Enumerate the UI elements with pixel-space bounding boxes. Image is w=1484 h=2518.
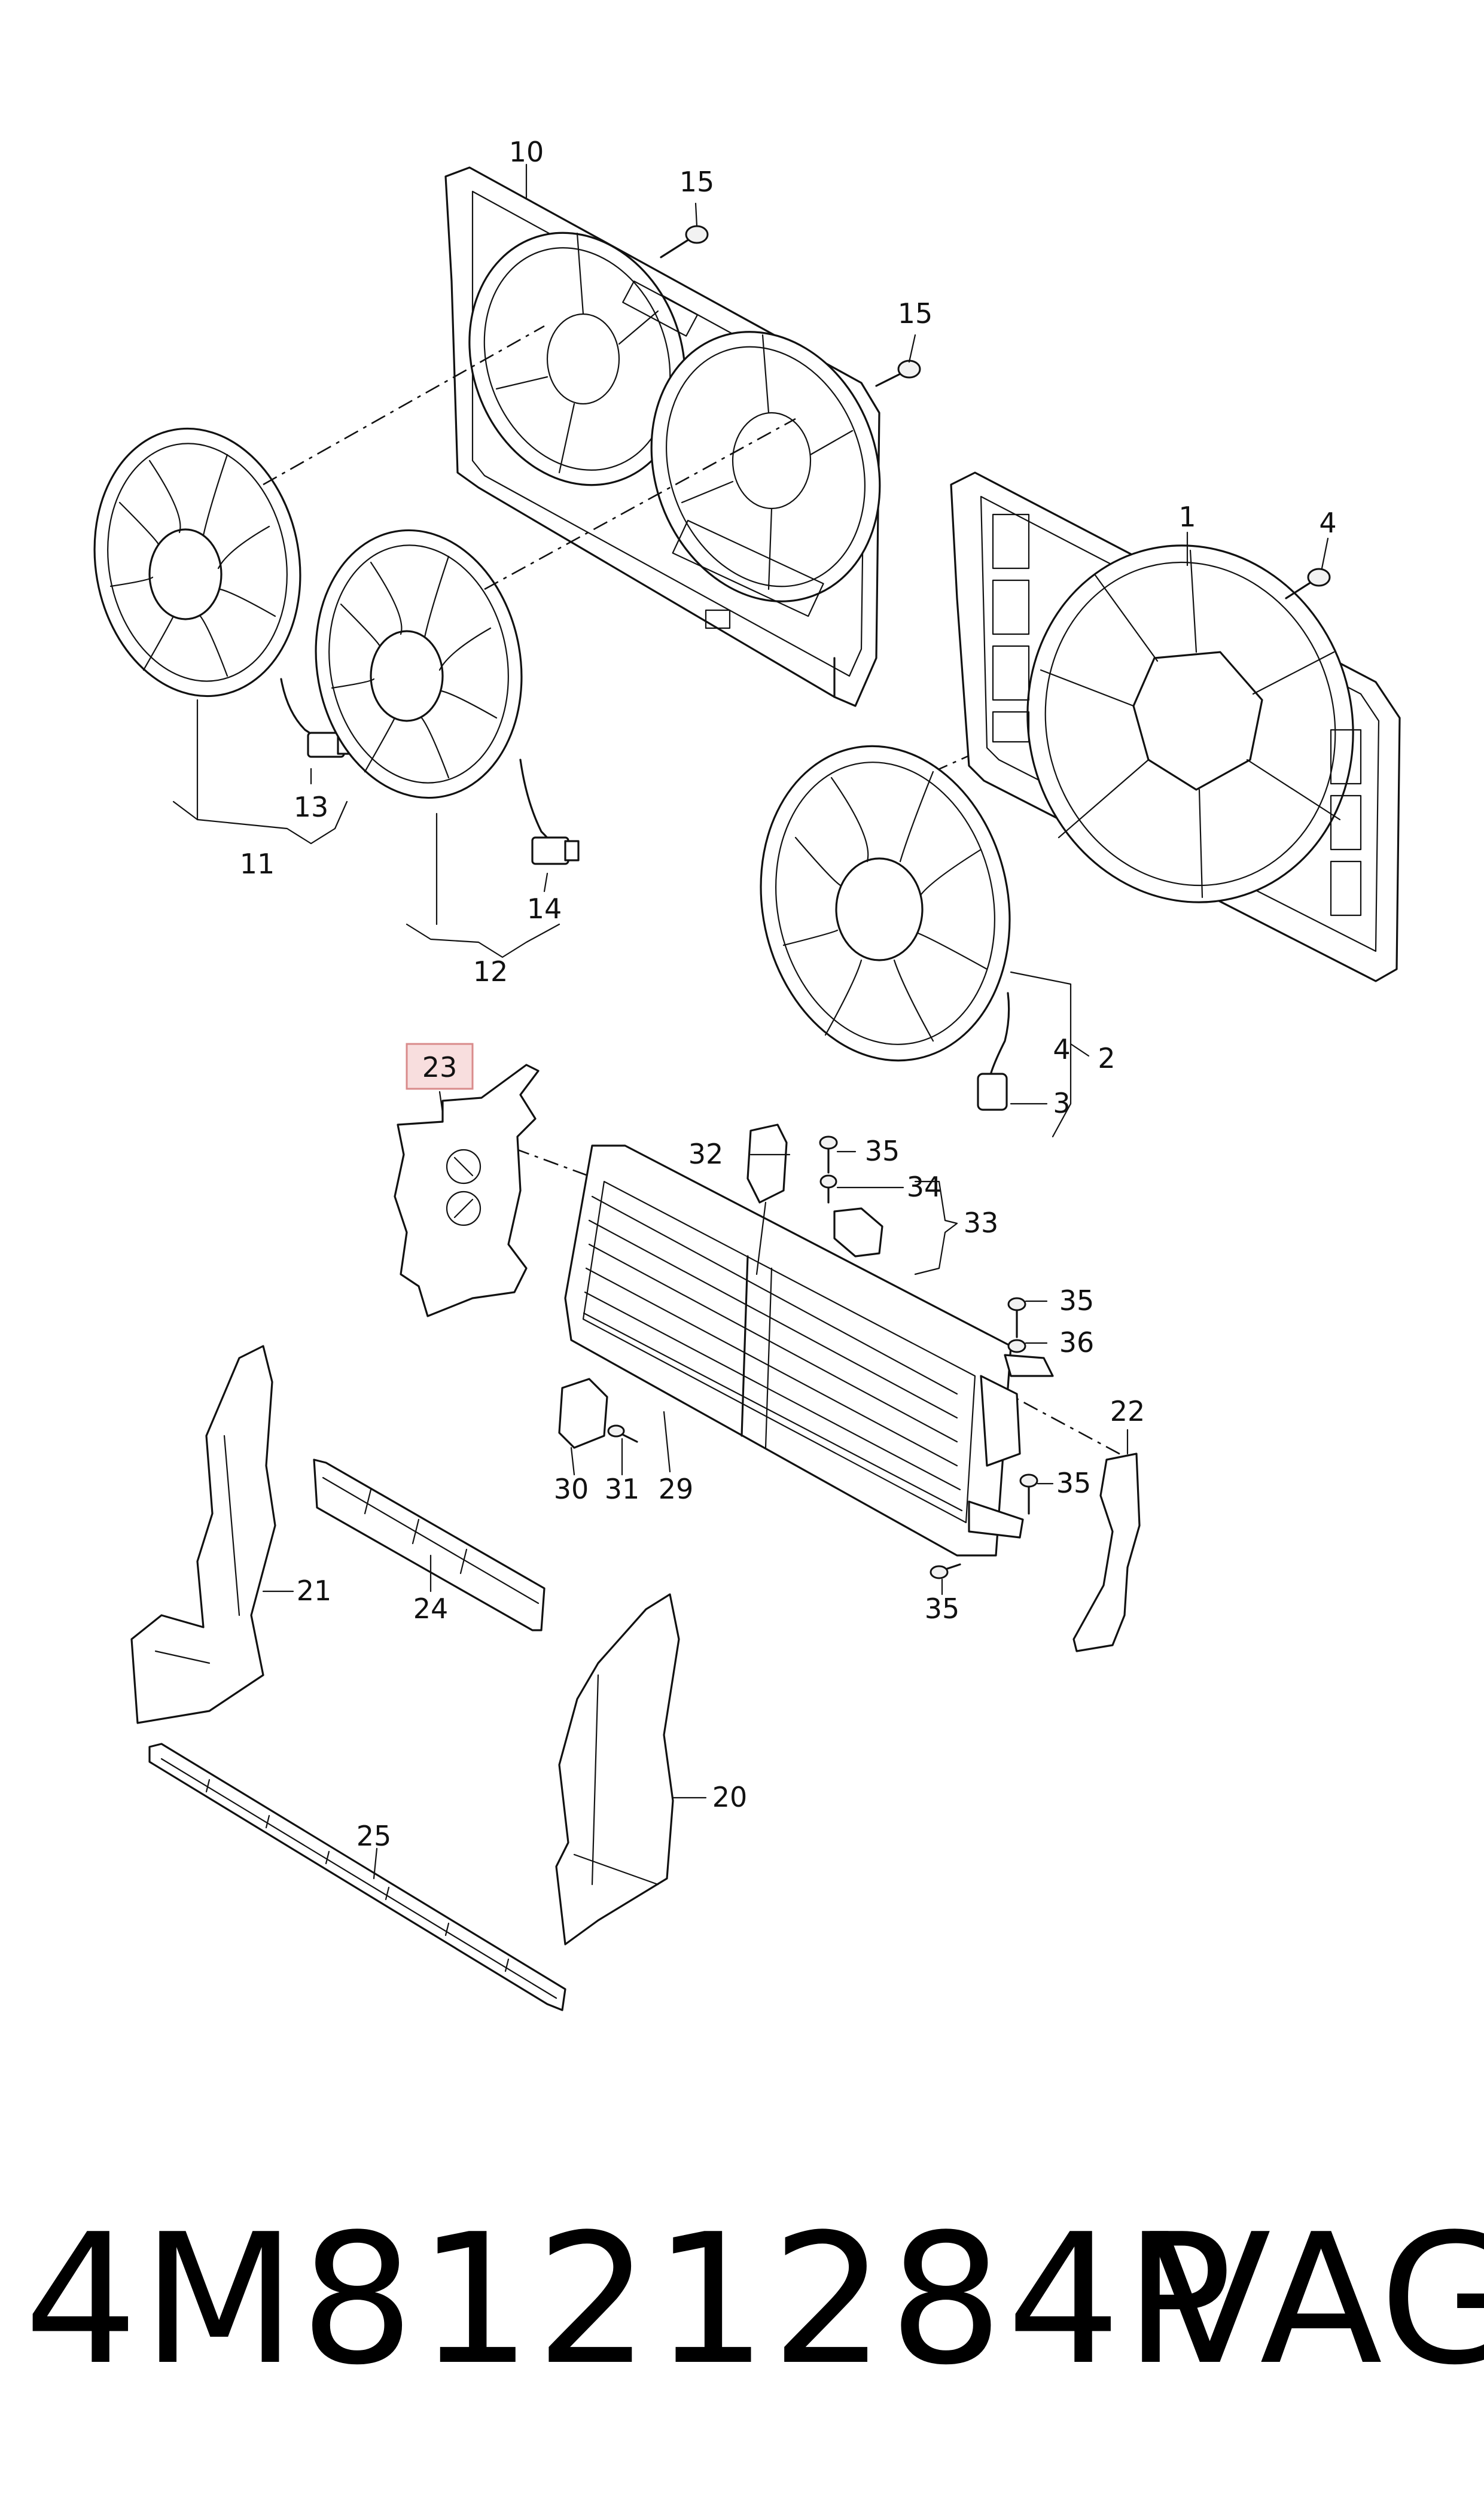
- seal-strip-part-24: [313, 1459, 546, 1631]
- callout-4: 4: [1319, 507, 1336, 539]
- leader-lines: [172, 163, 1329, 1880]
- assembly-line: [263, 325, 545, 486]
- screw-part-31: [607, 1424, 638, 1443]
- callout-29: 29: [659, 1473, 694, 1505]
- screw-part-15-lower: [875, 360, 921, 387]
- callout-30: 30: [554, 1473, 589, 1505]
- screw-part-35-right: [1019, 1473, 1038, 1515]
- highlight-box-part-23: [406, 1043, 474, 1090]
- callout-34: 34: [907, 1171, 942, 1203]
- fan-right-part-2: [760, 745, 1011, 1111]
- fan-middle-part-12: [315, 529, 580, 865]
- assembly-line: [484, 418, 796, 590]
- sensor-part-30: [558, 1378, 608, 1449]
- single-fan-shroud-part-1: [950, 471, 1401, 982]
- part-number-label: 4M8121284P: [24, 2196, 1236, 2404]
- seal-strip-part-25: [148, 1743, 566, 2011]
- callout-12: 12: [473, 955, 508, 988]
- callout-35: 35: [865, 1135, 900, 1167]
- callout-1: 1: [1178, 501, 1196, 533]
- callout-20: 20: [712, 1781, 748, 1813]
- twin-fan-shroud-part-10: [444, 166, 881, 707]
- radiator-shutter-frame-part-29: [564, 1144, 1024, 1557]
- callout-13: 13: [294, 791, 329, 823]
- callout-11: 11: [240, 848, 275, 880]
- screw-part-4: [1285, 568, 1331, 599]
- screw-part-35-mid: [1007, 1297, 1026, 1338]
- washer-part-36: [1004, 1339, 1054, 1377]
- screw-part-15-upper: [660, 225, 709, 258]
- fan-left-part-11: [93, 427, 352, 758]
- callout-labels: 10 15 15 1 4 13 11 14 12 4 2 3 23 32 35 …: [240, 136, 1337, 1852]
- side-bracket-part-22: [1072, 1453, 1141, 1652]
- callout-22: 22: [1110, 1395, 1145, 1427]
- callout-21: 21: [297, 1575, 332, 1607]
- air-duct-left-part-21: [130, 1345, 276, 1724]
- callout-14: 14: [527, 893, 562, 925]
- callout-33: 33: [964, 1207, 999, 1239]
- callout-24: 24: [413, 1593, 449, 1625]
- callout-35: 35: [1059, 1284, 1095, 1317]
- callout-3: 3: [1053, 1087, 1070, 1119]
- air-guide-part-23: [394, 1064, 540, 1317]
- callout-31: 31: [605, 1473, 640, 1505]
- screw-part-35-top: [819, 1135, 838, 1174]
- bracket-part-33: [833, 1207, 883, 1258]
- callout-32: 32: [688, 1138, 724, 1170]
- callout-25: 25: [356, 1820, 392, 1852]
- air-duct-right-part-20: [555, 1593, 680, 1945]
- callout-15: 15: [898, 297, 933, 330]
- callout-10: 10: [509, 136, 544, 168]
- callout-35: 35: [1056, 1467, 1092, 1499]
- callout-36: 36: [1059, 1326, 1095, 1359]
- callout-15: 15: [679, 166, 715, 198]
- actuator-part-32: [746, 1123, 788, 1275]
- screw-part-35-bottom: [930, 1563, 961, 1579]
- callout-2: 2: [1098, 1042, 1115, 1074]
- callout-35: 35: [925, 1593, 960, 1625]
- brand-label: VAG: [1148, 2196, 1484, 2404]
- callout-4: 4: [1053, 1033, 1070, 1065]
- screw-part-34: [819, 1174, 837, 1204]
- callout-23: 23: [422, 1051, 458, 1083]
